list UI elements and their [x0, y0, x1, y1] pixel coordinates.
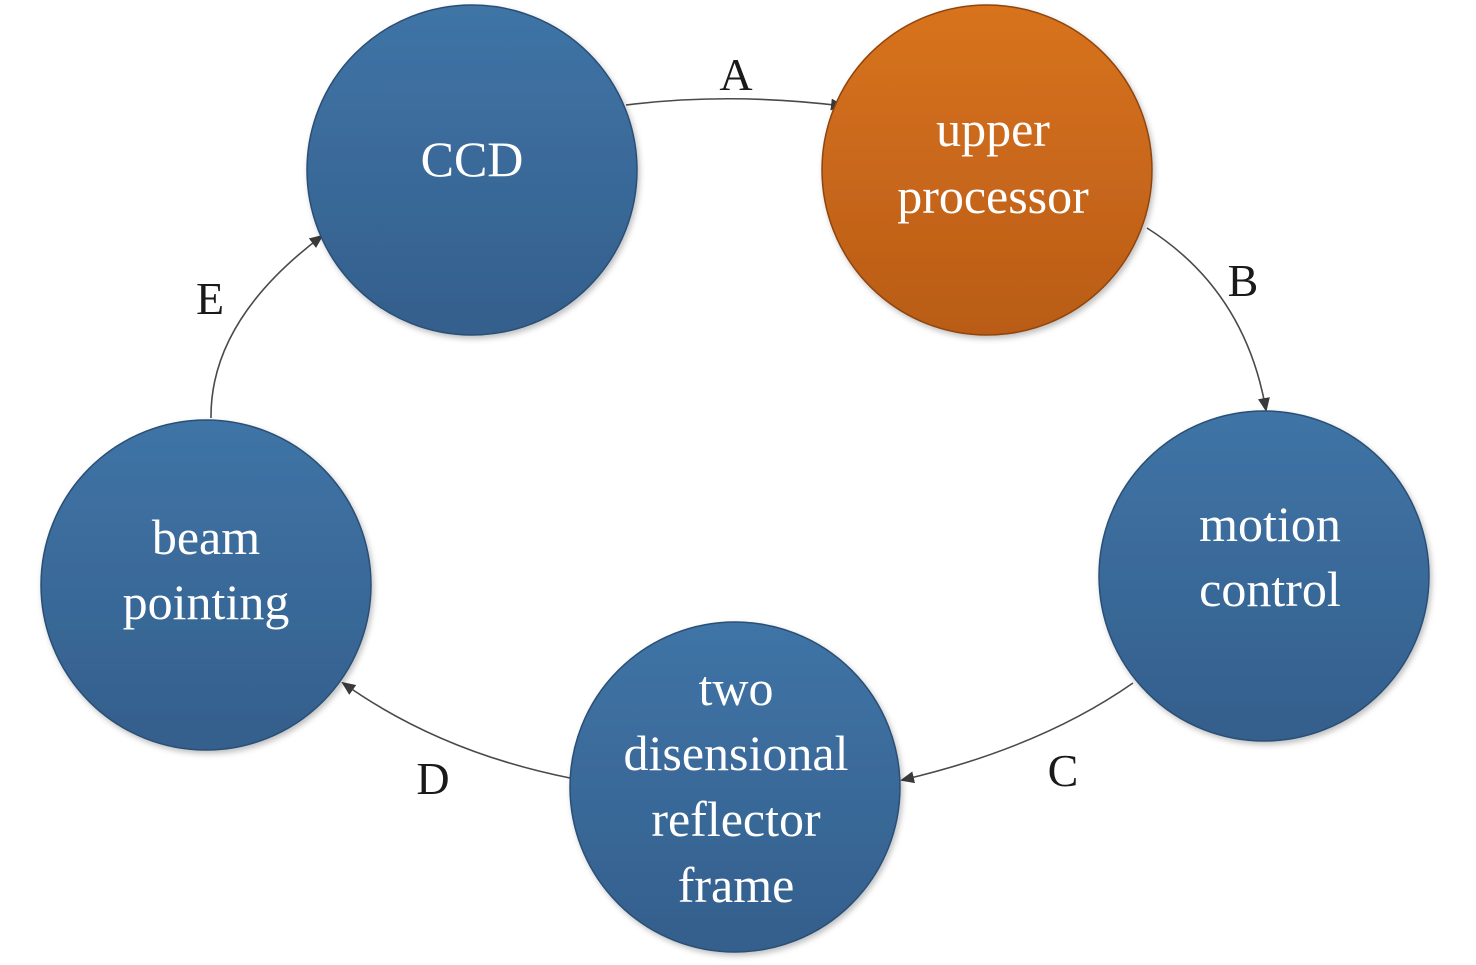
- node-ccd-circle: [306, 4, 638, 336]
- edge-label-c: C: [1048, 745, 1079, 796]
- node-two-dimensional-reflector-frame-circle: [569, 621, 901, 953]
- node-two-dimensional-reflector-frame-label-2: disensional: [624, 725, 849, 781]
- node-upper-processor: upper processor: [821, 4, 1153, 336]
- edges: [210, 97, 1270, 784]
- node-upper-processor-label-2: processor: [897, 168, 1089, 224]
- node-ccd: CCD: [306, 4, 638, 336]
- edge-d: [341, 681, 571, 779]
- node-motion-control-circle: [1098, 410, 1430, 742]
- node-motion-control-label-1: motion: [1199, 496, 1341, 552]
- edge-b: [1146, 227, 1270, 412]
- node-beam-pointing: beam pointing: [40, 419, 372, 751]
- node-motion-control: motion control: [1098, 410, 1430, 742]
- node-upper-processor-label-1: upper: [936, 101, 1050, 157]
- node-two-dimensional-reflector-frame-label-3: reflector: [651, 791, 821, 847]
- node-beam-pointing-label-1: beam: [152, 509, 260, 565]
- edge-labels: A B C D E: [196, 49, 1258, 804]
- edge-a: [625, 97, 845, 111]
- edge-label-d: D: [416, 753, 449, 804]
- node-beam-pointing-label-2: pointing: [123, 574, 290, 630]
- node-ccd-label: CCD: [421, 131, 524, 187]
- node-two-dimensional-reflector-frame-label-4: frame: [678, 857, 795, 913]
- edge-label-a: A: [719, 49, 752, 100]
- node-upper-processor-circle: [821, 4, 1153, 336]
- edge-label-e: E: [196, 273, 224, 324]
- edge-label-b: B: [1228, 255, 1259, 306]
- node-two-dimensional-reflector-frame: two disensional reflector frame: [569, 621, 901, 953]
- edge-e: [210, 234, 324, 419]
- node-motion-control-label-2: control: [1199, 561, 1341, 617]
- node-beam-pointing-circle: [40, 419, 372, 751]
- node-two-dimensional-reflector-frame-label-1: two: [699, 660, 774, 716]
- edge-c: [900, 682, 1134, 784]
